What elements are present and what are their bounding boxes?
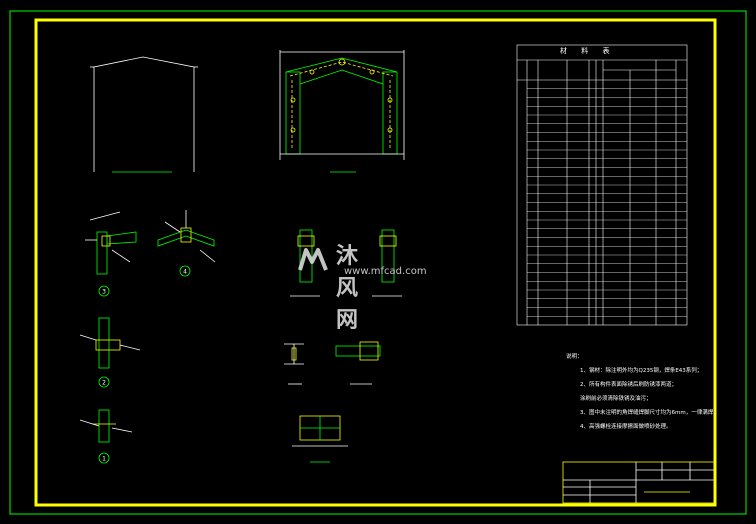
notes-line-1: 1、钢材：除注明外均为Q235钢，焊条E43系列； [580, 368, 703, 374]
node-detail-2 [79, 317, 141, 388]
node-detail-1 [79, 409, 133, 464]
detail-marker-1: 1 [102, 456, 106, 463]
notes-heading: 说明： [566, 354, 583, 360]
detail-marker-4: 4 [183, 269, 187, 276]
title-block [562, 461, 715, 504]
notes-block: 说明： 1、钢材：除注明外均为Q235钢，焊条E43系列； 2、所有构件表面除锈… [566, 350, 719, 434]
watermark-brand: 沐风网 [336, 244, 361, 333]
material-table-rows [527, 88, 687, 317]
detail-marker-2: 2 [102, 380, 106, 387]
watermark-url: www.mfcad.com [344, 266, 427, 277]
portal-frame-detail [279, 50, 405, 173]
detail-marker-3: 3 [102, 289, 106, 296]
mf-logo-icon [298, 248, 328, 271]
section-details [284, 229, 402, 463]
notes-line-4: 3、图中未注明的角焊缝焊脚尺寸均为6mm，一律满焊； [580, 410, 719, 416]
notes-line-5: 4、高强螺栓连接摩擦面做喷砂处理。 [580, 424, 672, 430]
frame-elevation-outline [90, 56, 198, 173]
material-table-title: 材 料 表 [560, 47, 616, 55]
node-detail-3 [85, 211, 137, 297]
node-detail-4 [157, 210, 216, 277]
outer-frame [9, 10, 747, 515]
drawing-border [34, 18, 717, 507]
notes-line-2: 2、所有构件表面除锈后刷防锈漆两道； [580, 382, 678, 388]
material-table [516, 44, 688, 326]
notes-line-3: 涂刷前必须清除铁锈及油污； [580, 396, 652, 402]
